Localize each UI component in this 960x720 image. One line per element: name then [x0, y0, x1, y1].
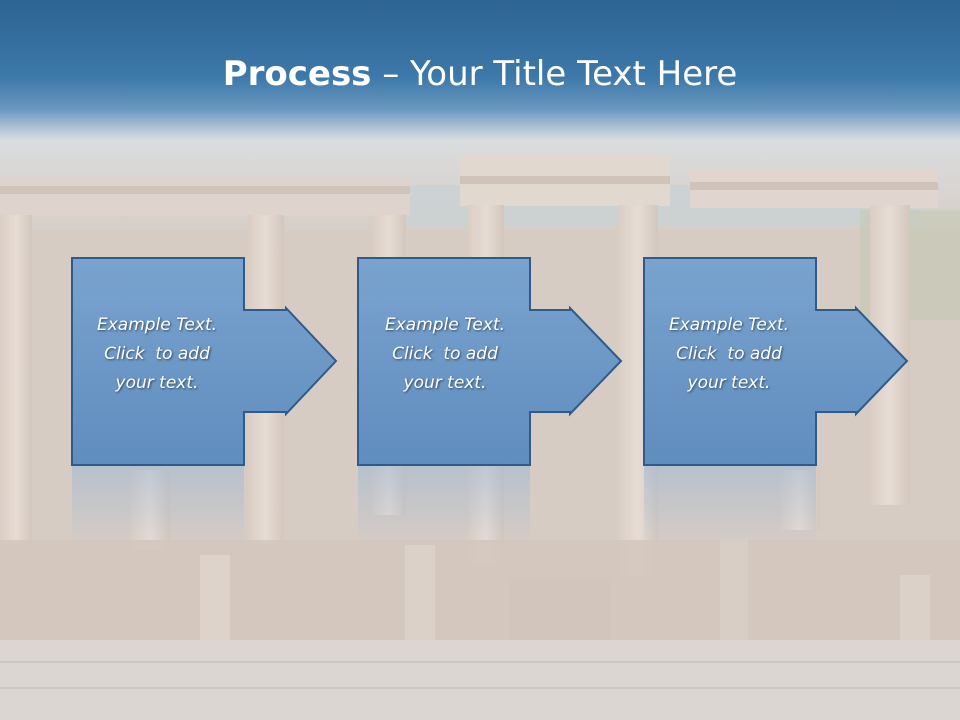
title-bold-part: Process [222, 54, 372, 94]
step-3-line-3: your text. [687, 373, 771, 393]
process-step-1[interactable] [71, 257, 338, 466]
step-2-arrow-shape [357, 257, 623, 466]
title-rest-part: – Your Title Text Here [371, 54, 738, 94]
step-3-reflection [644, 466, 816, 546]
step-2-line-1: Example Text. [384, 315, 506, 335]
step-1-line-2: Click to add [104, 344, 210, 364]
step-3-text[interactable]: Example Text. Click to add your text. [644, 311, 814, 398]
process-step-2[interactable] [357, 257, 623, 466]
step-1-reflection [72, 466, 244, 546]
process-step-3[interactable] [643, 257, 909, 466]
step-3-line-2: Click to add [676, 344, 782, 364]
step-1-arrow-shape [71, 257, 338, 466]
step-2-line-3: your text. [403, 373, 487, 393]
step-1-line-3: your text. [115, 373, 199, 393]
step-2-text[interactable]: Example Text. Click to add your text. [360, 311, 530, 398]
step-3-line-1: Example Text. [668, 315, 790, 335]
slide-title[interactable]: Process – Your Title Text Here [0, 52, 960, 96]
step-2-line-2: Click to add [392, 344, 498, 364]
step-3-arrow-shape [643, 257, 909, 466]
title-band [0, 0, 960, 140]
step-1-text[interactable]: Example Text. Click to add your text. [72, 311, 242, 398]
step-1-line-1: Example Text. [96, 315, 218, 335]
step-2-reflection [358, 466, 530, 546]
